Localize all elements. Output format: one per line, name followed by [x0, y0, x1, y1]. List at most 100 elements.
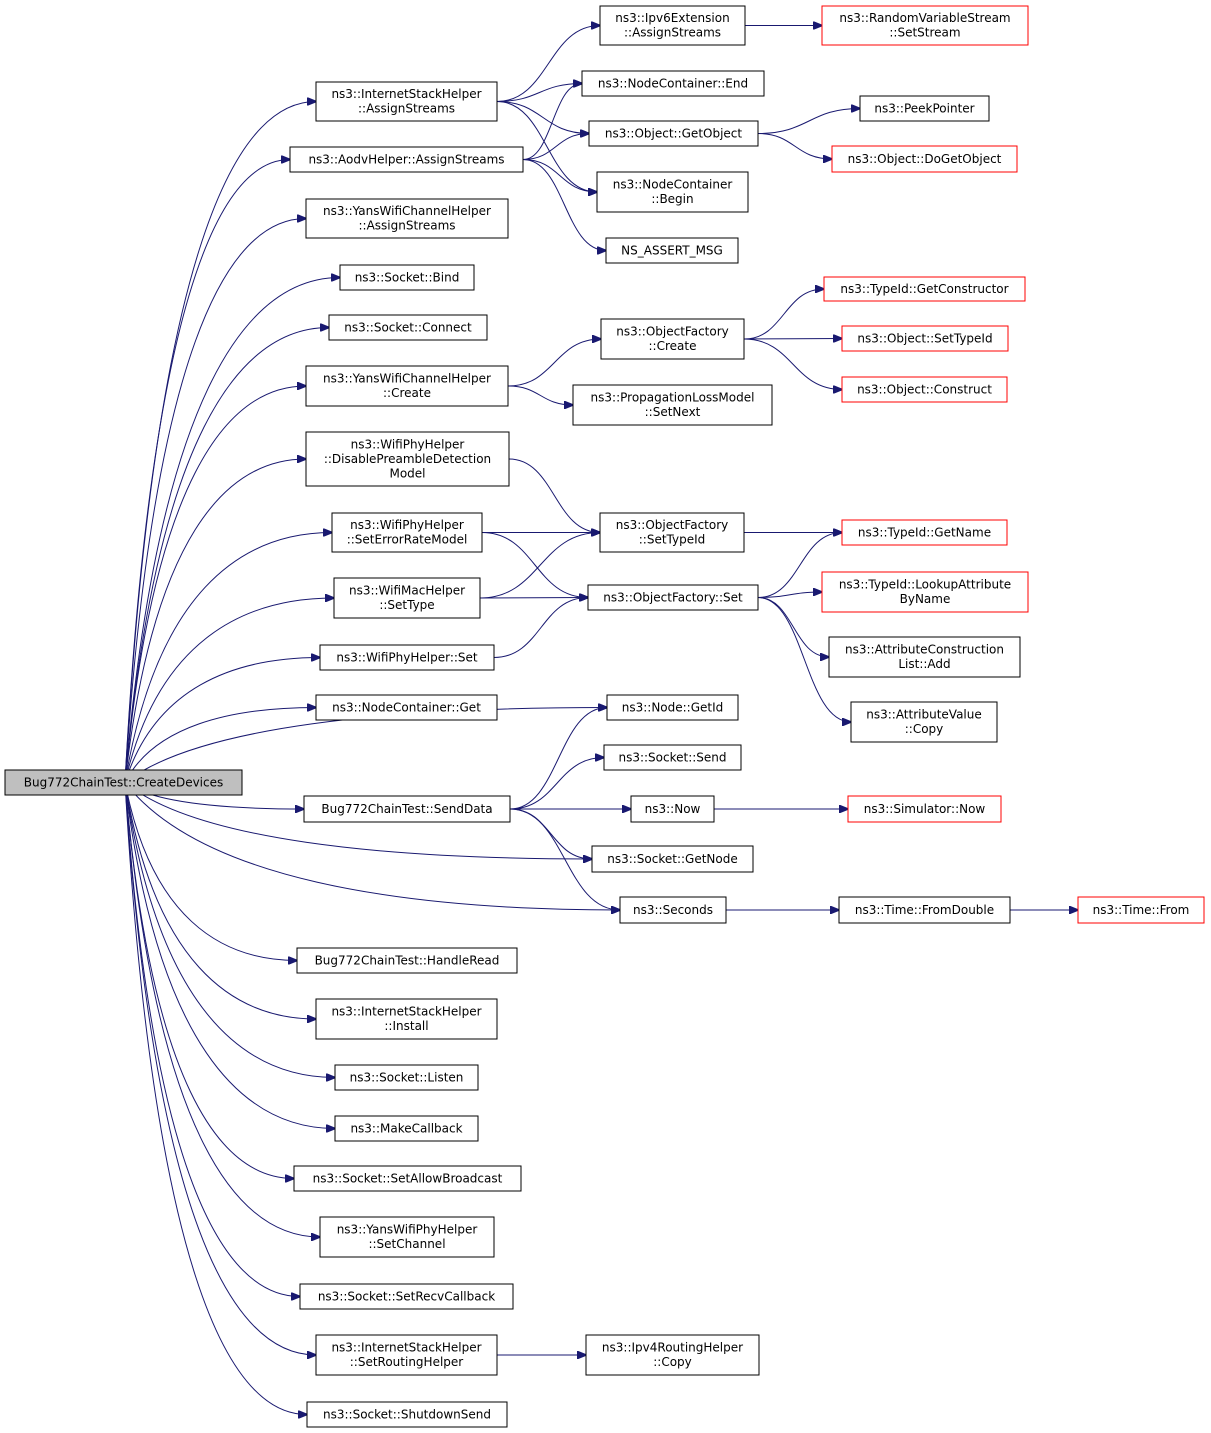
node-box — [299, 1283, 514, 1310]
node-box — [339, 264, 475, 291]
node-nc_end[interactable]: ns3::NodeContainer::End — [581, 70, 765, 97]
node-of_set[interactable]: ns3::ObjectFactory::Set — [587, 584, 759, 611]
node-box — [599, 5, 746, 46]
edge-root-to-sock_connect — [124, 328, 329, 783]
node-rvs_setstream[interactable]: ns3::RandomVariableStream::SetStream — [821, 5, 1029, 46]
node-label: Model — [389, 466, 425, 480]
node-sock_getnode[interactable]: ns3::Socket::GetNode — [591, 845, 754, 873]
node-box — [605, 237, 739, 264]
node-av_copy[interactable]: ns3::AttributeValue::Copy — [850, 701, 998, 743]
node-wmh_settype[interactable]: ns3::WifiMacHelper::SetType — [333, 577, 481, 619]
node-sock_bind[interactable]: ns3::Socket::Bind — [339, 264, 475, 291]
edge-root-to-wmh_settype — [124, 598, 334, 783]
node-root[interactable]: Bug772ChainTest::CreateDevices — [4, 769, 243, 796]
edge-aodv_assign-to-nc_begin — [522, 159, 597, 193]
node-nc_get[interactable]: ns3::NodeContainer::Get — [315, 694, 498, 721]
node-sock_connect[interactable]: ns3::Socket::Connect — [328, 314, 488, 341]
edge-root-to-wph_set — [124, 658, 320, 783]
node-label: List::Add — [898, 657, 950, 671]
node-peekpointer[interactable]: ns3::PeekPointer — [859, 95, 990, 122]
node-nc_begin[interactable]: ns3::NodeContainer::Begin — [596, 171, 749, 213]
node-seconds[interactable]: ns3::Seconds — [619, 896, 727, 924]
node-aodv_assign[interactable]: ns3::AodvHelper::AssignStreams — [289, 146, 524, 173]
node-senddata[interactable]: Bug772ChainTest::SendData — [303, 795, 511, 823]
node-sock_listen[interactable]: ns3::Socket::Listen — [334, 1064, 479, 1091]
node-sim_now[interactable]: ns3::Simulator::Now — [847, 795, 1002, 823]
edge-of_create-to-obj_settypeid — [743, 339, 842, 340]
node-label: ns3::Ipv4RoutingHelper — [602, 1341, 743, 1355]
node-sock_setrecv[interactable]: ns3::Socket::SetRecvCallback — [299, 1283, 514, 1310]
node-label: ns3::TypeId::GetName — [858, 525, 991, 539]
node-now[interactable]: ns3::Now — [630, 795, 715, 823]
edge-wph_seterr-to-of_set — [481, 532, 588, 598]
node-label: ::Copy — [653, 1355, 692, 1369]
edge-root-to-yans_ch_create — [124, 386, 306, 783]
node-label: ns3::Object::DoGetObject — [848, 152, 1002, 166]
edge-senddata-to-node_getid — [509, 708, 607, 810]
node-wph_seterr[interactable]: ns3::WifiPhyHelper::SetErrorRateModel — [331, 512, 483, 553]
node-label: ns3::InternetStackHelper — [331, 1341, 481, 1355]
edge-root-to-wph_disable — [124, 459, 306, 783]
node-label: ::Install — [384, 1019, 428, 1033]
node-ish_install[interactable]: ns3::InternetStackHelper::Install — [315, 998, 498, 1040]
node-obj_getobject[interactable]: ns3::Object::GetObject — [588, 120, 759, 147]
edge-obj_getobject-to-peekpointer — [757, 109, 860, 134]
edge-yans_ch_create-to-plm_setnext — [507, 385, 573, 405]
node-label: ns3::Socket::Connect — [344, 320, 472, 334]
edge-root-to-yans_ch_assign — [124, 219, 306, 783]
node-label: ns3::PeekPointer — [874, 101, 974, 115]
node-yans_ch_create[interactable]: ns3::YansWifiChannelHelper::Create — [305, 365, 509, 407]
node-tid_getname[interactable]: ns3::TypeId::GetName — [841, 519, 1008, 546]
edge-wph_disable-to-of_settypeid — [508, 458, 600, 533]
node-yans_phy_setch[interactable]: ns3::YansWifiPhyHelper::SetChannel — [319, 1216, 495, 1258]
node-box — [850, 701, 998, 743]
node-label: ::SetType — [379, 598, 434, 612]
node-plm_setnext[interactable]: ns3::PropagationLossModel::SetNext — [572, 384, 773, 426]
node-sock_allowbc[interactable]: ns3::Socket::SetAllowBroadcast — [293, 1165, 522, 1192]
node-of_settypeid[interactable]: ns3::ObjectFactory::SetTypeId — [599, 512, 745, 553]
node-box — [315, 694, 498, 721]
node-obj_settypeid[interactable]: ns3::Object::SetTypeId — [841, 325, 1009, 352]
edge-root-to-aodv_assign — [124, 160, 290, 783]
edge-ish_assign-to-obj_getobject — [496, 101, 589, 134]
node-time_from[interactable]: ns3::Time::From — [1077, 896, 1205, 924]
node-tid_getctor[interactable]: ns3::TypeId::GetConstructor — [823, 276, 1026, 302]
node-label: ::SetNext — [645, 405, 701, 419]
node-ish_setrouting[interactable]: ns3::InternetStackHelper::SetRoutingHelp… — [315, 1334, 498, 1376]
node-ipv4rh_copy[interactable]: ns3::Ipv4RoutingHelper::Copy — [585, 1334, 760, 1376]
node-box — [581, 70, 765, 97]
node-label: ns3::WifiPhyHelper — [351, 437, 465, 451]
node-time_fromdouble[interactable]: ns3::Time::FromDouble — [838, 896, 1011, 924]
node-sock_shutdown[interactable]: ns3::Socket::ShutdownSend — [306, 1401, 508, 1428]
node-ipv6ext_assign[interactable]: ns3::Ipv6Extension::AssignStreams — [599, 5, 746, 46]
node-handleread[interactable]: Bug772ChainTest::HandleRead — [296, 947, 518, 974]
node-makecallback[interactable]: ns3::MakeCallback — [334, 1115, 479, 1142]
edge-root-to-sock_getnode — [124, 782, 592, 860]
node-node_getid[interactable]: ns3::Node::GetId — [606, 694, 739, 721]
node-box — [572, 384, 773, 426]
node-sock_send[interactable]: ns3::Socket::Send — [603, 744, 742, 771]
node-ns_assert[interactable]: NS_ASSERT_MSG — [605, 237, 739, 264]
node-label: ns3::ObjectFactory — [616, 325, 729, 339]
node-obj_dogetobject[interactable]: ns3::Object::DoGetObject — [831, 145, 1018, 173]
node-box — [319, 1216, 495, 1258]
node-yans_ch_assign[interactable]: ns3::YansWifiChannelHelper::AssignStream… — [305, 198, 509, 239]
node-obj_construct[interactable]: ns3::Object::Construct — [841, 376, 1008, 403]
edge-root-to-nc_get — [124, 708, 316, 783]
edge-obj_getobject-to-obj_dogetobject — [757, 133, 832, 160]
node-label: ns3::YansWifiPhyHelper — [337, 1223, 478, 1237]
node-box — [331, 512, 483, 553]
node-wph_set[interactable]: ns3::WifiPhyHelper::Set — [319, 644, 495, 671]
node-box — [823, 276, 1026, 302]
node-label: NS_ASSERT_MSG — [621, 243, 723, 257]
node-label: ns3::InternetStackHelper — [331, 87, 481, 101]
node-wph_disable[interactable]: ns3::WifiPhyHelper::DisablePreambleDetec… — [305, 431, 510, 487]
node-ish_assign[interactable]: ns3::InternetStackHelper::AssignStreams — [315, 81, 498, 122]
node-of_create[interactable]: ns3::ObjectFactory::Create — [600, 318, 745, 360]
node-label: ::Copy — [905, 722, 944, 736]
node-label: ns3::NodeContainer::End — [598, 76, 748, 90]
node-label: ns3::RandomVariableStream — [839, 11, 1010, 25]
node-label: ByName — [900, 592, 951, 606]
